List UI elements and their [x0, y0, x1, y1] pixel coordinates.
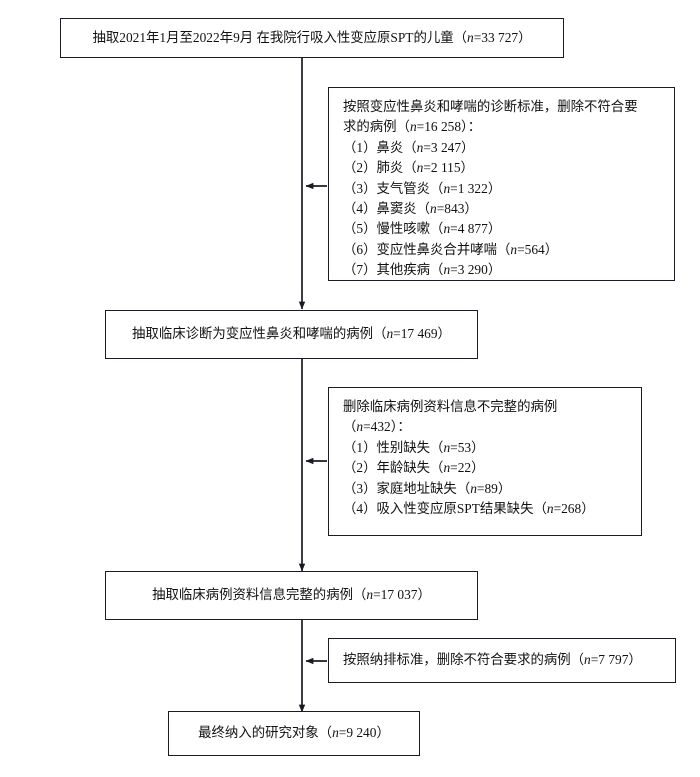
exclusion-diagnostic-line-3: （2）肺炎（n=2 115） [343, 160, 474, 176]
exclusion-diagnostic-line-2: （1）鼻炎（n=3 247） [343, 139, 475, 155]
exclusion-diagnostic-line-0: 按照变应性鼻炎和哮喘的诊断标准，删除不符合要 [343, 99, 638, 114]
node-exclusion-inclusion-criteria: 按照纳排标准，删除不符合要求的病例（n=7 797） [328, 638, 676, 683]
node-exclusion-diagnostic-criteria: 按照变应性鼻炎和哮喘的诊断标准，删除不符合要 求的病例（n=16 258）： （… [328, 87, 675, 281]
exclusion-diagnostic-line-8: （7）其他疾病（n=3 290） [343, 262, 502, 277]
exclusion-incomplete-line-3: （2）年龄缺失（n=22） [343, 460, 485, 476]
exclusion-diagnostic-line-7: （6）变应性鼻炎合并哮喘（n=564） [343, 241, 559, 257]
node-clinically-diagnosed-cases: 抽取临床诊断为变应性鼻炎和哮喘的病例（n=17 469） [105, 310, 478, 359]
exclusion-diagnostic-line-4: （3）支气管炎（n=1 322） [343, 180, 502, 196]
node-source-population: 抽取2021年1月至2022年9月 在我院行吸入性变应原SPT的儿童（n=33 … [60, 18, 564, 58]
exclusion-diagnostic-line-1: 求的病例（n=16 258）： [343, 119, 482, 135]
complete-records-line-0: 抽取临床病例资料信息完整的病例（n=17 037） [152, 587, 431, 603]
clinically-diagnosed-line-0: 抽取临床诊断为变应性鼻炎和哮喘的病例（n=17 469） [132, 326, 451, 342]
exclusion-diagnostic-line-6: （5）慢性咳嗽（n=4 877） [343, 221, 502, 237]
exclusion-incomplete-line-5: （4）吸入性变应原SPT结果缺失（n=268） [343, 500, 595, 516]
exclusion-incomplete-line-4: （3）家庭地址缺失（n=89） [343, 480, 512, 496]
exclusion-incomplete-line-0: 删除临床病例资料信息不完整的病例 [343, 399, 558, 414]
node-complete-records-cases: 抽取临床病例资料信息完整的病例（n=17 037） [105, 571, 478, 620]
exclusion-diagnostic-line-5: （4）鼻窦炎（n=843） [343, 200, 478, 216]
node-final-study-population: 最终纳入的研究对象（n=9 240） [168, 711, 420, 756]
node-exclusion-incomplete-records: 删除临床病例资料信息不完整的病例 （n=432）： （1）性别缺失（n=53） … [328, 387, 642, 536]
exclusion-criteria-line-0: 按照纳排标准，删除不符合要求的病例（n=7 797） [343, 652, 642, 668]
final-population-line-0: 最终纳入的研究对象（n=9 240） [198, 725, 390, 741]
node-source-population-line-0: 抽取2021年1月至2022年9月 在我院行吸入性变应原SPT的儿童（n=33 … [92, 29, 532, 45]
exclusion-incomplete-line-1: （n=432）： [343, 419, 411, 435]
exclusion-incomplete-line-2: （1）性别缺失（n=53） [343, 439, 485, 455]
